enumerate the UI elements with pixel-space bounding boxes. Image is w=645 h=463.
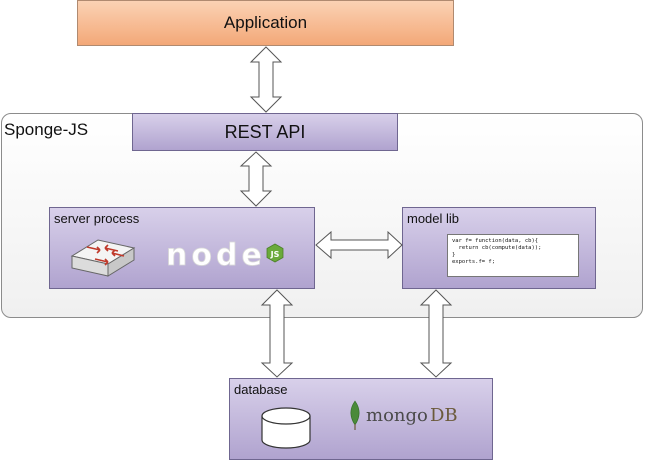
server-process-label: server process: [54, 211, 140, 226]
code-snippet: var f= function(data, cb){ return cb(com…: [447, 234, 579, 277]
sponge-js-label: Sponge-JS: [4, 120, 89, 139]
mongodb-logo-text-b: DB: [430, 405, 458, 426]
nodejs-logo: node JS: [166, 238, 284, 273]
nodejs-badge-text: JS: [270, 250, 280, 259]
network-switch-icon: [70, 239, 136, 277]
application-box: Application: [77, 0, 454, 46]
code-line: }: [452, 252, 456, 258]
code-line: return cb(compute(data));: [452, 245, 542, 251]
code-line: exports.f= f;: [452, 259, 496, 265]
model-lib-label: model lib: [407, 211, 460, 226]
server-model-arrow: [315, 230, 403, 260]
database-cylinder-icon: [261, 407, 311, 449]
mongodb-logo-text-a: mongo: [366, 405, 428, 426]
rest-server-arrow: [239, 151, 273, 207]
app-rest-arrow: [249, 46, 283, 113]
server-db-arrow: [260, 289, 294, 378]
mongodb-logo: mongo DB: [350, 400, 458, 430]
model-db-arrow: [419, 289, 453, 378]
application-label: Application: [223, 13, 308, 32]
database-label: database: [234, 382, 288, 397]
code-line: var f= function(data, cb){: [452, 238, 539, 244]
model-lib-box: model lib var f= function(data, cb){ ret…: [402, 207, 596, 289]
rest-api-label: REST API: [224, 121, 306, 142]
nodejs-logo-text: node: [166, 238, 266, 273]
rest-api-box: REST API: [132, 113, 398, 151]
